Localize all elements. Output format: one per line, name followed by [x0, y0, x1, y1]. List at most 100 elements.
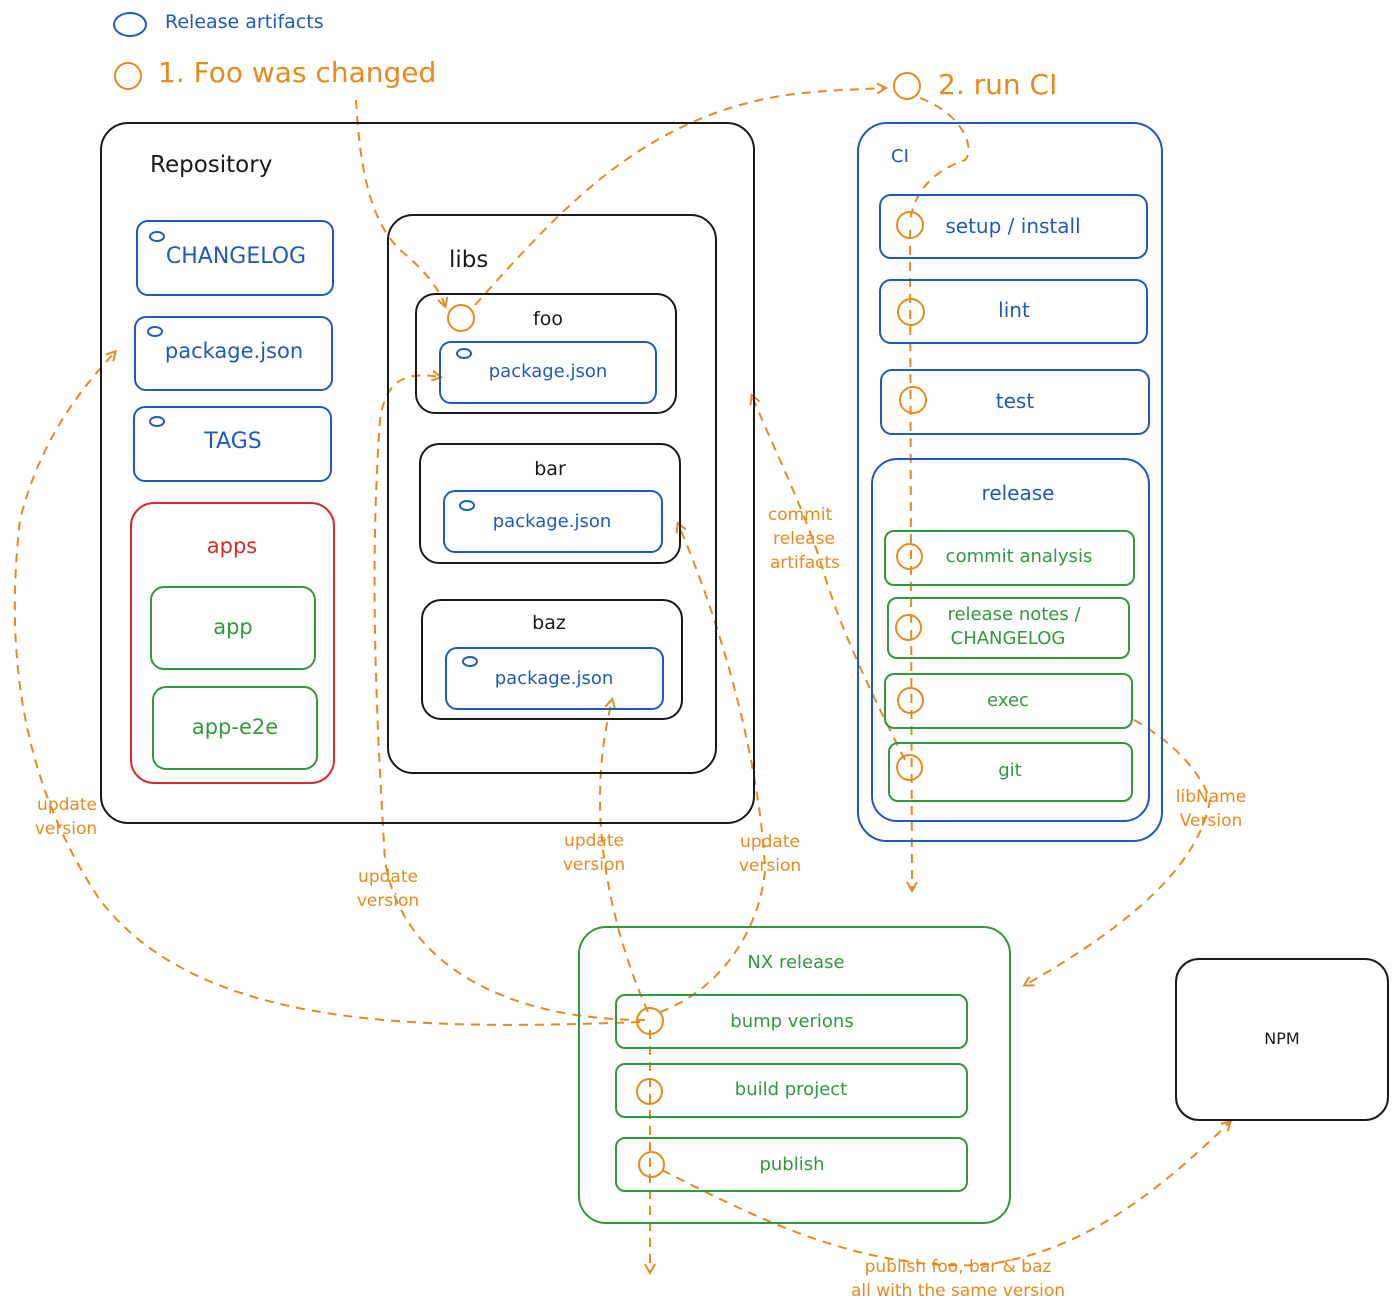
apps-group — [130, 502, 335, 784]
annotation-libname-version-1: libName — [1175, 787, 1247, 807]
step1-label: 1. Foo was changed — [158, 56, 437, 89]
app-e2e-item[interactable] — [152, 686, 318, 770]
lib-baz-name: baz — [532, 612, 566, 634]
annotation-publish-note-2: all with the same version — [850, 1281, 1066, 1301]
step-marker-icon — [896, 543, 923, 570]
foo-changed-marker-icon — [447, 304, 475, 332]
release-step-release-notes[interactable] — [887, 597, 1130, 659]
bar-package-json-label: package.json — [492, 511, 612, 532]
arrow-exec-to-nx — [1025, 719, 1212, 985]
release-step-commit-analysis[interactable] — [884, 530, 1135, 586]
nx-release-box — [578, 926, 1011, 1224]
bar-package-json-file[interactable] — [443, 490, 663, 553]
release-step-release-notes-label-2: CHANGELOG — [950, 628, 1066, 649]
changelog-file[interactable] — [136, 220, 334, 296]
annotation-update-version-bar-1: update — [740, 832, 800, 852]
step2-label: 2. run CI — [938, 68, 1058, 101]
ci-step-lint[interactable] — [879, 279, 1148, 344]
legend-artifact-icon — [113, 12, 147, 37]
tags-file[interactable] — [133, 406, 332, 482]
arrow-bump-to-bar-pkg — [659, 524, 767, 1013]
arrow-foo-to-ci — [474, 88, 885, 306]
step2-marker-icon — [893, 72, 921, 100]
arrow-bump-to-root-pkg — [13, 352, 641, 1026]
step-marker-icon — [899, 386, 927, 414]
annotation-update-version-root-2: version — [34, 819, 98, 839]
repository-title: Repository — [150, 152, 273, 178]
ci-title: CI — [891, 146, 909, 167]
annotation-update-version-baz-1: update — [564, 831, 624, 851]
arrow-git-to-libs — [752, 396, 906, 761]
nx-step-publish[interactable] — [615, 1137, 968, 1192]
artifact-icon — [456, 348, 472, 359]
lib-foo-box[interactable] — [415, 293, 677, 414]
npm-box[interactable] — [1175, 958, 1389, 1121]
ci-step-lint-label: lint — [998, 298, 1030, 322]
repository-box — [100, 122, 755, 824]
lib-foo-name: foo — [533, 308, 563, 330]
artifact-icon — [149, 416, 165, 427]
annotation-update-version-bar-2: version — [738, 856, 802, 876]
step-marker-icon — [897, 687, 924, 714]
release-step-git[interactable] — [888, 742, 1133, 802]
annotation-update-version-root-1: update — [37, 795, 97, 815]
artifact-icon — [149, 231, 165, 242]
lib-baz-box[interactable] — [421, 599, 683, 720]
arrow-bump-to-foo-pkg — [373, 375, 646, 1021]
ci-step-test[interactable] — [880, 369, 1150, 435]
foo-package-json-file[interactable] — [439, 341, 657, 404]
tags-label: TAGS — [204, 429, 262, 454]
nx-step-publish-label: publish — [759, 1154, 825, 1175]
app-label: app — [213, 615, 253, 639]
arrow-publish-to-npm — [661, 1122, 1230, 1267]
ci-step-setup[interactable] — [879, 194, 1148, 259]
step-marker-icon — [896, 754, 923, 781]
release-step-commit-analysis-label: commit analysis — [945, 546, 1093, 567]
release-step-exec[interactable] — [884, 673, 1133, 729]
artifact-icon — [462, 656, 478, 667]
libs-title: libs — [449, 247, 489, 273]
root-package-json-label: package.json — [164, 339, 304, 363]
annotation-publish-note-1: publish foo, bar & baz — [864, 1257, 1052, 1277]
foo-package-json-label: package.json — [488, 361, 608, 382]
step-marker-icon — [896, 211, 924, 239]
annotation-update-version-foo-1: update — [358, 867, 418, 887]
npm-label: NPM — [1264, 1029, 1300, 1048]
nx-release-title: NX release — [747, 952, 845, 973]
arrow-bump-to-baz-pkg — [598, 700, 649, 1013]
ci-release-title: release — [981, 481, 1055, 505]
nx-step-bump-versions[interactable] — [615, 994, 968, 1049]
ci-step-test-label: test — [995, 389, 1035, 413]
annotation-libname-version-2: Version — [1179, 811, 1243, 831]
annotation-update-version-baz-2: version — [562, 855, 626, 875]
step1-marker-icon — [114, 62, 142, 90]
root-package-json-file[interactable] — [134, 316, 333, 391]
apps-title: apps — [206, 534, 258, 558]
nx-step-bump-versions-label: bump verions — [730, 1011, 854, 1032]
ci-release-group — [871, 458, 1150, 822]
step-marker-icon — [895, 614, 922, 641]
nx-step-build-project[interactable] — [615, 1063, 968, 1118]
artifact-icon — [147, 326, 163, 337]
artifact-icon — [459, 500, 475, 511]
arrow-step1-to-foo — [355, 99, 445, 306]
release-step-release-notes-label-1: release notes / — [947, 604, 1081, 625]
changelog-label: CHANGELOG — [165, 244, 307, 269]
lib-bar-box[interactable] — [419, 443, 681, 564]
nx-step-build-project-label: build project — [734, 1079, 848, 1100]
step-marker-icon — [897, 298, 925, 326]
legend-release-artifacts: Release artifacts — [165, 11, 324, 33]
baz-package-json-file[interactable] — [445, 647, 664, 710]
app-item[interactable] — [150, 586, 316, 670]
release-step-exec-label: exec — [987, 690, 1029, 711]
release-step-git-label: git — [998, 760, 1022, 781]
annotation-update-version-foo-2: version — [356, 891, 420, 911]
libs-group — [387, 214, 717, 774]
step-marker-icon — [636, 1007, 664, 1035]
step-marker-icon — [638, 1151, 665, 1178]
baz-package-json-label: package.json — [494, 668, 614, 689]
step-marker-icon — [636, 1078, 663, 1105]
ci-step-setup-label: setup / install — [945, 214, 1081, 238]
